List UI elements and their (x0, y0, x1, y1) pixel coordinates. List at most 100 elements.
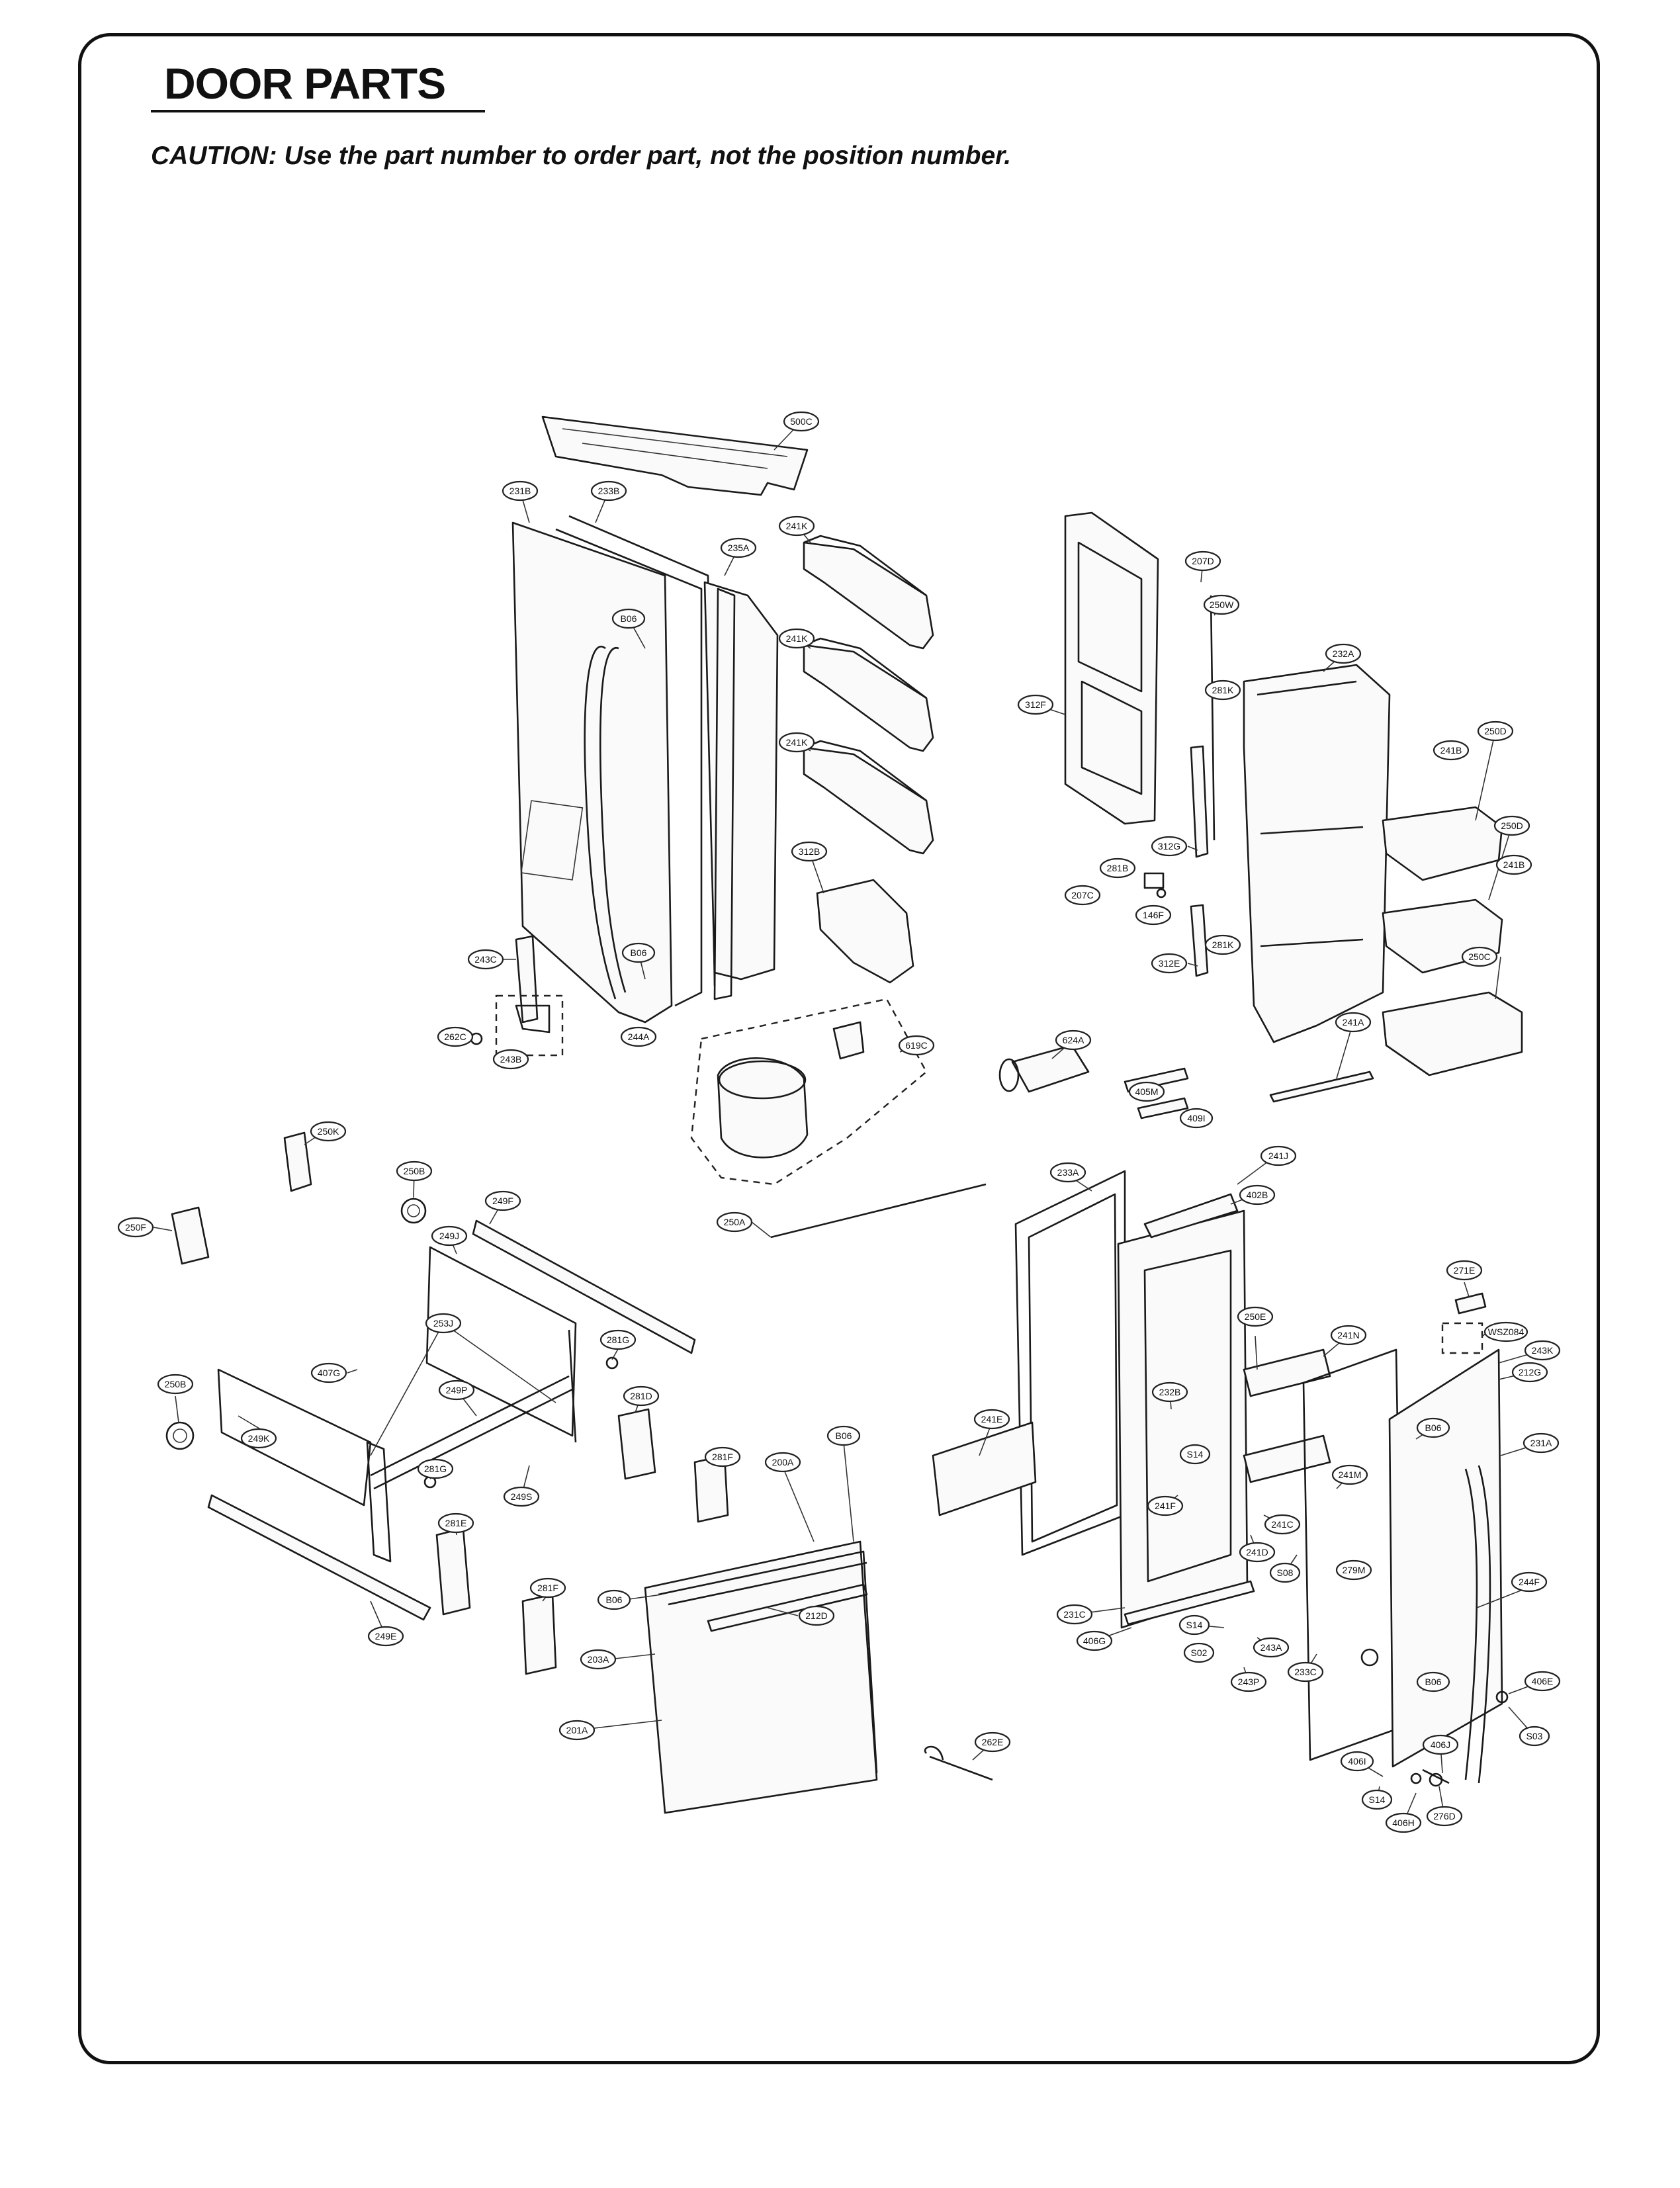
callout: S02 (1183, 1642, 1215, 1663)
svg-text:243A: 243A (1260, 1642, 1282, 1653)
door-bin-drawing (803, 746, 934, 855)
small-cover-drawing (171, 1206, 210, 1265)
small-cover-drawing (283, 1131, 312, 1192)
svg-text:212G: 212G (1519, 1367, 1541, 1378)
svg-text:241N: 241N (1337, 1330, 1359, 1340)
door-frame-drawing (1117, 1209, 1249, 1629)
callout: 243C (467, 949, 504, 970)
svg-text:241B: 241B (1440, 745, 1462, 756)
svg-text:250D: 250D (1484, 726, 1506, 736)
svg-text:B06: B06 (606, 1595, 623, 1605)
callout: 244A (620, 1026, 657, 1047)
callout: 243A (1253, 1637, 1290, 1658)
svg-text:244A: 244A (628, 1031, 650, 1042)
svg-text:WSZ084: WSZ084 (1488, 1327, 1525, 1337)
svg-text:406G: 406G (1083, 1636, 1106, 1646)
callout: 232B (1151, 1381, 1188, 1403)
callout: 250B (157, 1374, 194, 1395)
svg-text:406I: 406I (1348, 1756, 1366, 1767)
svg-text:500C: 500C (790, 416, 812, 427)
callout: 231C (1056, 1604, 1093, 1625)
svg-text:241M: 241M (1338, 1469, 1361, 1480)
callout: 250F (117, 1217, 154, 1238)
svg-text:250C: 250C (1468, 951, 1490, 962)
svg-text:250B: 250B (404, 1166, 425, 1176)
callout: 233C (1287, 1661, 1324, 1683)
svg-text:207D: 207D (1192, 556, 1214, 566)
svg-text:B06: B06 (621, 613, 637, 624)
svg-text:281K: 281K (1212, 685, 1234, 695)
callout: 250K (310, 1121, 347, 1142)
svg-text:244F: 244F (1519, 1577, 1540, 1587)
callout: 243P (1230, 1671, 1267, 1692)
door-bin-drawing (1382, 991, 1523, 1076)
callout: S14 (1178, 1614, 1210, 1636)
callout: 500C (783, 411, 820, 432)
svg-text:281E: 281E (445, 1518, 467, 1528)
svg-text:262C: 262C (444, 1031, 466, 1042)
svg-text:250W: 250W (1210, 599, 1234, 610)
callout: 312F (1017, 694, 1054, 715)
callout: 231A (1523, 1432, 1560, 1454)
callout: 281B (1099, 857, 1136, 879)
drawer-rail-drawing (207, 1494, 431, 1621)
bracket-drawing (816, 879, 914, 984)
svg-text:312F: 312F (1025, 699, 1046, 710)
svg-text:250K: 250K (318, 1126, 339, 1137)
svg-text:232B: 232B (1159, 1387, 1181, 1397)
callout: 233A (1049, 1162, 1086, 1183)
svg-text:253J: 253J (433, 1318, 453, 1329)
callout: 281E (437, 1512, 474, 1534)
callout: 241J (1260, 1145, 1297, 1166)
svg-text:207C: 207C (1071, 890, 1093, 900)
callout: 253J (425, 1313, 462, 1334)
callout: 406E (1524, 1671, 1561, 1692)
svg-text:279M: 279M (1342, 1565, 1365, 1575)
caution-note: CAUTION: Use the part number to order pa… (151, 142, 1012, 170)
svg-text:243B: 243B (500, 1054, 522, 1065)
page-border (78, 33, 1600, 2064)
callout: WSZ084 (1483, 1321, 1528, 1342)
callout: 241N (1330, 1325, 1367, 1346)
svg-text:241C: 241C (1271, 1519, 1293, 1530)
svg-text:241J: 241J (1268, 1151, 1288, 1161)
callout: 212G (1511, 1362, 1548, 1383)
callout: 231B (502, 480, 539, 502)
svg-text:250B: 250B (165, 1379, 187, 1389)
callout: 249J (431, 1225, 468, 1247)
svg-text:201A: 201A (566, 1725, 588, 1735)
callout: 249F (484, 1190, 521, 1211)
callout: 241B (1495, 854, 1532, 875)
svg-text:B06: B06 (631, 947, 647, 958)
page-title: DOOR PARTS (164, 59, 446, 108)
svg-text:231C: 231C (1063, 1609, 1085, 1620)
callout: 244F (1511, 1571, 1548, 1593)
door-bin-drawing (1243, 1348, 1331, 1397)
svg-text:212D: 212D (805, 1610, 827, 1621)
water-filter-drawing (1011, 1044, 1090, 1093)
callout: 281G (417, 1458, 454, 1479)
inner-panel-drawing (1064, 511, 1159, 825)
svg-text:241E: 241E (981, 1414, 1003, 1424)
callout: 271E (1446, 1260, 1483, 1281)
svg-text:B06: B06 (1425, 1422, 1442, 1433)
part-drawings (165, 416, 1523, 1814)
callout: 406I (1340, 1751, 1374, 1772)
svg-text:281F: 281F (712, 1452, 733, 1462)
callout: 279M (1335, 1559, 1372, 1581)
callout: 241D (1239, 1542, 1276, 1563)
callout: 250C (1461, 946, 1498, 967)
svg-text:312G: 312G (1158, 841, 1180, 852)
callout: 619C (898, 1035, 935, 1056)
svg-text:S14: S14 (1186, 1620, 1203, 1630)
svg-text:406E: 406E (1532, 1676, 1554, 1686)
svg-text:241K: 241K (786, 633, 808, 644)
callout: 243K (1524, 1340, 1561, 1361)
svg-text:S03: S03 (1526, 1731, 1543, 1741)
callout: B06 (826, 1425, 861, 1446)
svg-text:249J: 249J (439, 1231, 459, 1241)
callout: 312E (1151, 953, 1188, 974)
callout: 241C (1264, 1514, 1301, 1535)
callout: B06 (611, 608, 646, 629)
callout: 409I (1179, 1108, 1214, 1129)
